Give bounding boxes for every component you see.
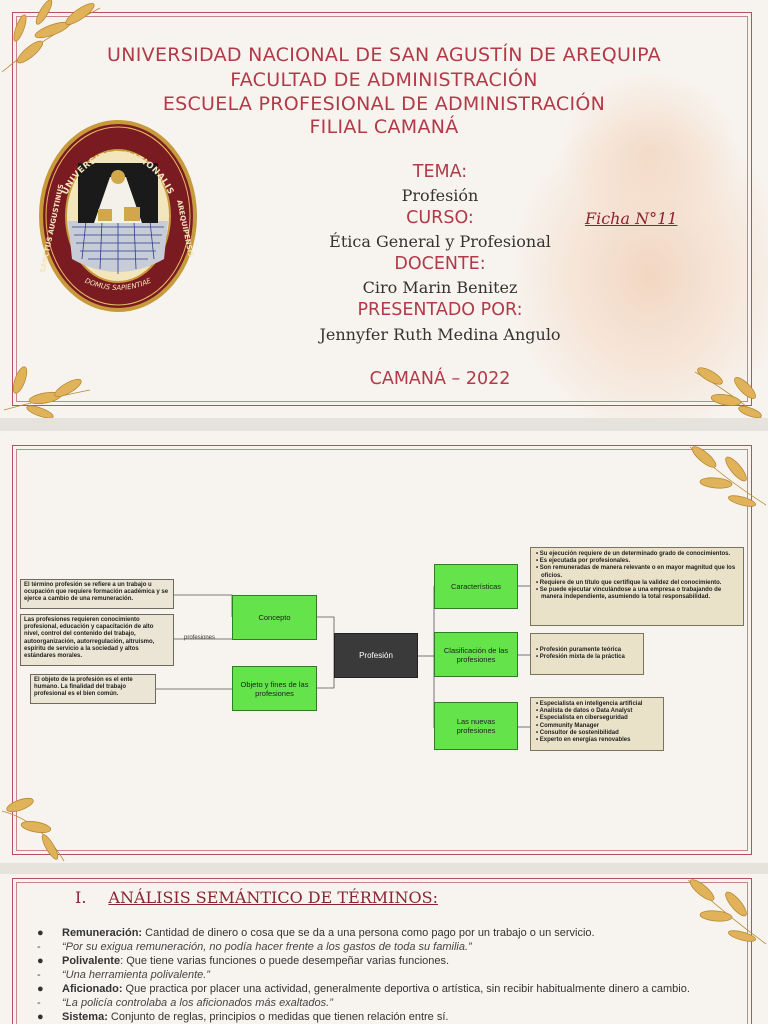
topic-value: Profesión bbox=[401, 186, 479, 205]
bullet-icon: ● bbox=[37, 1011, 44, 1023]
course-label: CURSO: bbox=[406, 208, 474, 228]
teacher-value: Ciro Marin Benitez bbox=[362, 278, 518, 297]
topic-label: TEMA: bbox=[412, 162, 468, 182]
concepto-node[interactable]: Concepto bbox=[232, 595, 317, 640]
list-item: • Profesión mixta de la práctica bbox=[536, 654, 625, 660]
university-seal-logo: UNIVERSITAS NATIONALIS SANCTUS AUGUSTINU… bbox=[39, 120, 197, 312]
bullet-icon: ● bbox=[37, 983, 44, 995]
term-name: Polivalente bbox=[62, 955, 121, 967]
clasificacion-list: • Profesión puramente teórica• Profesión… bbox=[530, 633, 644, 675]
cover-page: UNIVERSIDAD NACIONAL DE SAN AGUSTÍN DE A… bbox=[0, 0, 768, 418]
term-name: Sistema: bbox=[62, 1011, 108, 1023]
term-definition: Cantidad de dinero o cosa que se da a un… bbox=[142, 927, 595, 939]
section-heading: ANÁLISIS SEMÁNTICO DE TÉRMINOS: bbox=[108, 888, 438, 907]
requisitos-note: Las profesiones requieren conocimiento p… bbox=[20, 614, 174, 666]
watercolor-blob bbox=[510, 110, 768, 418]
place-year: CAMANÁ – 2022 bbox=[369, 369, 511, 389]
term-name: Remuneración: bbox=[62, 927, 143, 939]
list-item: • Experto en energías renovables bbox=[536, 737, 631, 744]
analysis-page: I. ANÁLISIS SEMÁNTICO DE TÉRMINOS: ● Remun… bbox=[0, 874, 768, 1024]
nuevas-node[interactable]: Las nuevas profesiones bbox=[434, 702, 518, 750]
bullet-icon: ● bbox=[37, 955, 44, 967]
term-example: -“La policía controlaba a los aficionado… bbox=[37, 997, 333, 1009]
list-item: • Community Manager bbox=[536, 722, 600, 729]
bullet-icon: ● bbox=[37, 927, 44, 939]
leaf-branch-icon bbox=[1, 0, 101, 73]
presented-by-label: PRESENTADO POR: bbox=[357, 300, 523, 320]
term-definition: Conjunto de reglas, principios o medidas… bbox=[107, 1011, 449, 1023]
leaf-branch-icon bbox=[3, 366, 91, 418]
terms-list: ● Remuneración: Cantidad de dinero o cosa… bbox=[37, 926, 740, 1024]
branch-name: FILIAL CAMANÁ bbox=[309, 116, 459, 138]
list-item: • Requiere de un título que certifique l… bbox=[536, 579, 722, 586]
list-item: • Especialista en ciberseguridad bbox=[536, 715, 628, 722]
term-row: ● Remuneración: Cantidad de dinero o cosa… bbox=[37, 926, 740, 940]
clasificacion-node[interactable]: Clasificación de las profesiones bbox=[434, 632, 518, 677]
term-name: Aficionado: bbox=[62, 983, 123, 995]
mindmap-page: El término profesión se refiere a un tra… bbox=[0, 431, 768, 863]
list-item: • Es ejecutada por profesionales. bbox=[536, 558, 631, 565]
student-name: Jennyfer Ruth Medina Angulo bbox=[319, 325, 561, 344]
mindmap-frame bbox=[12, 445, 752, 855]
link-label: profesiones bbox=[184, 635, 216, 641]
term-example: -“Una herramienta polivalente.” bbox=[37, 969, 210, 981]
list-item: • Se puede ejecutar vinculándose a una e… bbox=[536, 587, 722, 601]
university-name: UNIVERSIDAD NACIONAL DE SAN AGUSTÍN DE A… bbox=[107, 44, 661, 66]
concepto-note: El término profesión se refiere a un tra… bbox=[20, 579, 174, 609]
list-item: • Su ejecución requiere de un determinad… bbox=[536, 551, 731, 557]
leaf-branch-icon bbox=[1, 797, 65, 862]
section-title: I. ANÁLISIS SEMÁNTICO DE TÉRMINOS: bbox=[75, 888, 460, 907]
list-item: • Consultor de sostenibilidad bbox=[536, 729, 619, 736]
list-item: • Son remuneradas de manera relevante o … bbox=[536, 565, 736, 579]
teacher-label: DOCENTE: bbox=[394, 254, 486, 274]
school-name: ESCUELA PROFESIONAL DE ADMINISTRACIÓN bbox=[162, 93, 606, 115]
ficha-number: Ficha N°11 bbox=[585, 209, 678, 228]
list-item: • Especialista en inteligencia artificia… bbox=[536, 701, 643, 707]
profesion-center-node[interactable]: Profesión bbox=[334, 633, 418, 678]
objeto-note: El objeto de la profesión es el ente hum… bbox=[30, 674, 156, 704]
course-value: Ética General y Profesional bbox=[329, 232, 551, 251]
term-definition: : Que tiene varias funciones o puede des… bbox=[120, 955, 450, 967]
leaf-branch-icon bbox=[689, 446, 767, 507]
analysis-frame bbox=[12, 878, 752, 1024]
list-item: • Profesión puramente teórica bbox=[536, 646, 622, 653]
term-row: ● Aficionado: Que practica por placer una… bbox=[37, 982, 740, 996]
watercolor-blob-small bbox=[560, 70, 740, 230]
objeto-node[interactable]: Objeto y fines de las profesiones bbox=[232, 666, 317, 711]
caracteristicas-node[interactable]: Características bbox=[434, 564, 518, 609]
section-numeral: I. bbox=[75, 888, 87, 907]
term-row: ● Polivalente: Que tiene varias funciones… bbox=[37, 954, 740, 968]
list-item: • Analista de datos o Data Analyst bbox=[536, 708, 633, 715]
caracteristicas-list: • Su ejecución requiere de un determinad… bbox=[530, 547, 744, 626]
leaf-branch-icon bbox=[694, 367, 762, 418]
cover-frame bbox=[12, 12, 752, 406]
nuevas-list: • Especialista en inteligencia artificia… bbox=[530, 697, 664, 751]
leaf-branch-icon bbox=[687, 879, 767, 945]
term-example: -“Por su exigua remuneración, no podía h… bbox=[37, 941, 472, 953]
faculty-name: FACULTAD DE ADMINISTRACIÓN bbox=[230, 69, 538, 91]
term-row: ● Sistema: Conjunto de reglas, principios… bbox=[37, 1010, 740, 1024]
term-definition: Que practica por placer una actividad, g… bbox=[122, 983, 690, 995]
